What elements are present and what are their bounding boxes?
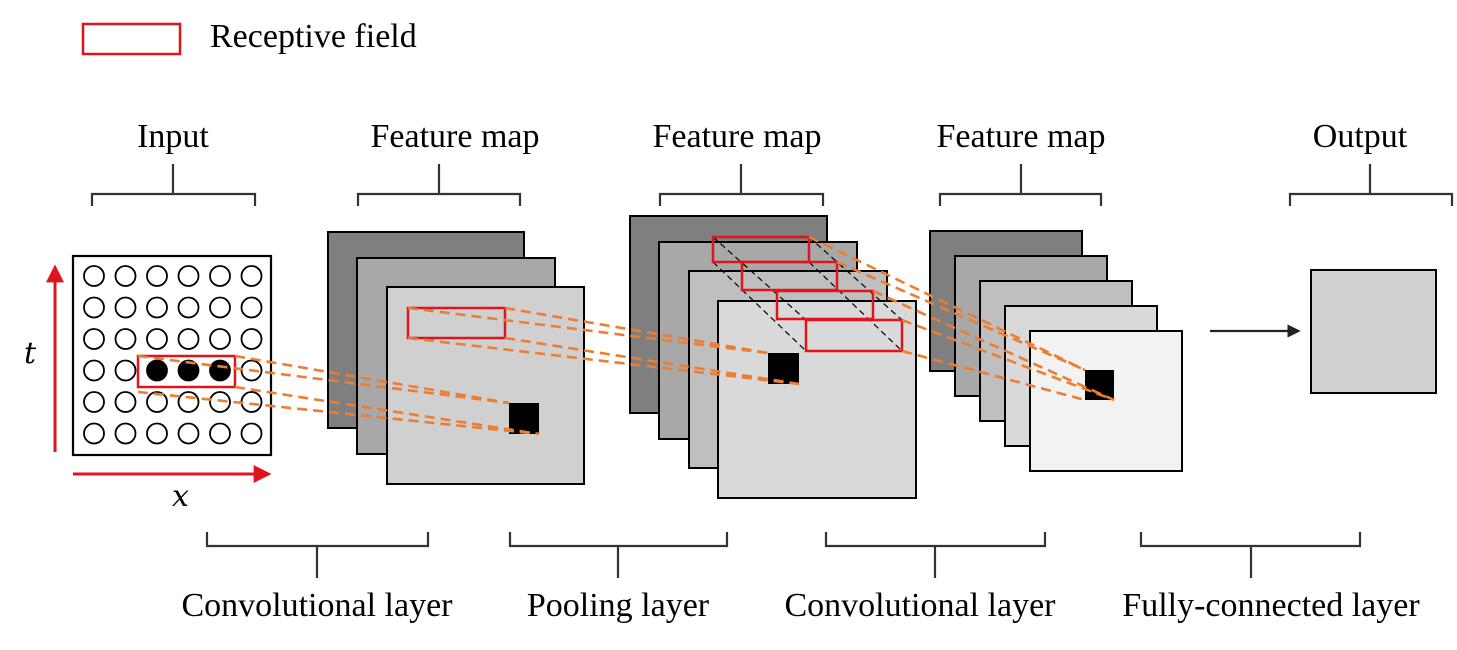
input-cell — [146, 296, 168, 319]
connection-lines — [137, 235, 1115, 436]
x-axis-label: x — [172, 479, 189, 514]
brace-conv2 — [824, 532, 1047, 578]
input-cell — [146, 422, 168, 445]
input-cell — [83, 265, 105, 287]
output-box — [1310, 269, 1437, 394]
input-cell — [114, 328, 137, 350]
fmap3-layer-5 — [1029, 330, 1183, 472]
connection-line — [808, 235, 1086, 372]
fmap1-receptive-field — [406, 306, 507, 340]
input-cell — [240, 265, 263, 287]
input-cell-active — [177, 359, 200, 382]
input-cell — [146, 328, 168, 350]
input-cell — [177, 265, 200, 287]
input-cell — [114, 296, 137, 319]
label-output: Output — [1313, 118, 1408, 155]
input-cell — [83, 391, 105, 413]
brace-feature-map-1 — [356, 164, 522, 206]
connection-line — [836, 260, 1086, 372]
input-cell — [114, 265, 137, 287]
brace-output — [1288, 164, 1454, 206]
input-cell — [114, 422, 137, 445]
legend-swatch — [81, 22, 182, 56]
input-cell — [83, 296, 105, 319]
label-conv-layer-1: Convolutional layer — [181, 587, 453, 624]
input-cell — [177, 328, 200, 350]
fmap1-layer-3 — [386, 286, 585, 485]
input-cell — [114, 391, 137, 413]
input-cell — [114, 359, 137, 382]
brace-conv1 — [205, 532, 430, 578]
input-cell — [177, 296, 200, 319]
input-cell — [240, 296, 263, 319]
input-cell — [146, 265, 168, 287]
fmap2-unit — [768, 353, 799, 384]
input-cell-active — [146, 359, 168, 382]
label-fc-layer: Fully-connected layer — [1122, 587, 1420, 624]
connection-line — [901, 318, 1115, 402]
fmap2-receptive-field-4 — [804, 318, 904, 353]
label-pooling-layer: Pooling layer — [527, 587, 710, 624]
input-cell — [177, 391, 200, 413]
fmap2-rf-edge — [712, 236, 807, 321]
connection-line — [137, 390, 540, 436]
input-cell — [209, 328, 231, 350]
input-cell — [209, 265, 231, 287]
legend-label: Receptive field — [210, 18, 417, 55]
brace-input — [90, 164, 257, 206]
input-cell — [83, 422, 105, 445]
connection-line — [872, 289, 1115, 402]
brace-feature-map-2 — [658, 164, 825, 206]
input-cell — [146, 391, 168, 413]
fmap2-rf-edge — [808, 261, 903, 352]
connection-line — [407, 336, 800, 386]
fmap2-rf-edge — [712, 261, 807, 352]
connection-line — [504, 306, 769, 355]
input-cell — [209, 391, 231, 413]
brace-fc — [1139, 532, 1362, 578]
connection-line — [504, 336, 800, 386]
input-cell — [240, 328, 263, 350]
label-feature-map-3: Feature map — [937, 118, 1106, 155]
fmap2-layer-4 — [717, 300, 917, 499]
input-cell — [240, 391, 263, 413]
input-cell-active — [209, 359, 231, 382]
input-receptive-field — [136, 354, 237, 389]
connection-line — [234, 385, 540, 436]
t-axis-label: t — [24, 336, 37, 371]
label-feature-map-2: Feature map — [653, 118, 822, 155]
connection-line — [407, 306, 769, 355]
connection-line — [137, 354, 510, 405]
input-cell — [209, 422, 231, 445]
fmap1-unit — [509, 403, 539, 434]
fmap2-rf-edge — [808, 236, 903, 321]
label-conv-layer-2: Convolutional layer — [784, 587, 1056, 624]
input-cell — [83, 328, 105, 350]
label-input: Input — [137, 118, 209, 155]
connection-line — [234, 354, 510, 405]
input-cell — [240, 422, 263, 445]
input-cell — [177, 422, 200, 445]
input-cell — [83, 359, 105, 382]
input-cell — [209, 296, 231, 319]
input-grid — [83, 265, 263, 445]
label-feature-map-1: Feature map — [371, 118, 540, 155]
brace-pool — [508, 532, 729, 578]
brace-feature-map-3 — [938, 164, 1103, 206]
